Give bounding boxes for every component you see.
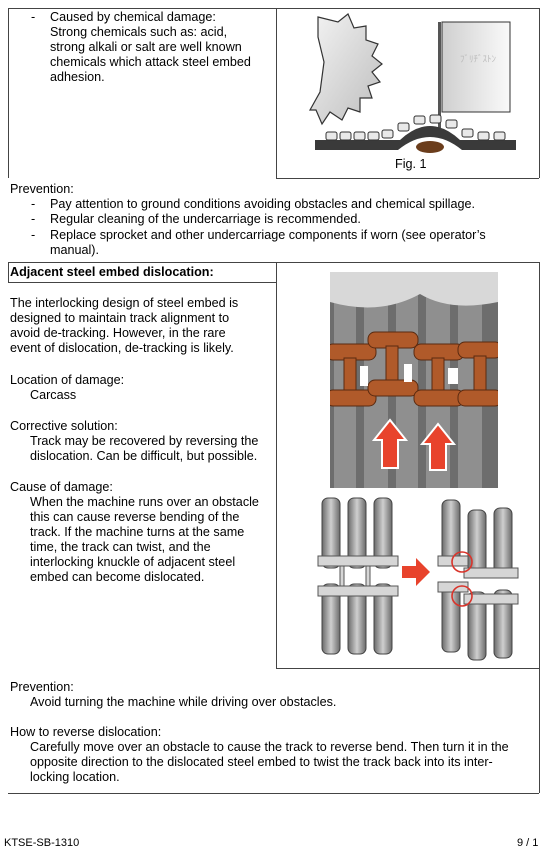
transition-arrow xyxy=(402,558,430,586)
location-value: Carcass xyxy=(30,388,77,402)
title-bottom-border xyxy=(8,282,276,283)
intro-line-2: designed to maintain track alignment to xyxy=(10,311,230,325)
chemical-damage-block: Caused by chemical damage: Strong chemic… xyxy=(50,10,275,85)
section-title: Adjacent steel embed dislocation: xyxy=(10,265,214,279)
chemical-line-2: strong alkali or salt are well known xyxy=(50,40,242,54)
footer-doc-id: KTSE-SB-1310 xyxy=(4,837,80,849)
prevention-item-3: Replace sprocket and other undercarriage… xyxy=(50,228,486,242)
prevention-item-2: Regular cleaning of the undercarriage is… xyxy=(50,212,361,226)
cause-line-4: time, the track can twist, and the xyxy=(30,540,211,554)
intro-block: The interlocking design of steel embed i… xyxy=(10,296,274,356)
how-to-line-2: opposite direction to the dislocated ste… xyxy=(30,755,493,769)
bullet-dash: - xyxy=(31,228,36,242)
how-to-line-3: locking location. xyxy=(30,770,120,784)
footer-page-number: 9 / 1 xyxy=(517,837,539,849)
intro-line-1: The interlocking design of steel embed i… xyxy=(10,296,239,310)
track-belt xyxy=(315,126,516,150)
figure-1-illustration: ﾌﾞﾘﾁﾞｽﾄﾝ xyxy=(308,13,516,153)
mid-border-1 xyxy=(276,8,277,178)
corrective-line-2: dislocation. Can be difficult, but possi… xyxy=(30,449,258,463)
location-heading: Location of damage: xyxy=(10,373,125,387)
photos-bottom-border xyxy=(276,668,539,669)
intro-line-3: avoid de-tracking. However, in the rare xyxy=(10,326,226,340)
figure-1-caption: Fig. 1 xyxy=(395,157,427,171)
prevention-heading: Prevention: xyxy=(10,182,74,196)
prevention-item-1: Pay attention to ground conditions avoid… xyxy=(50,197,475,211)
bullet-dash: - xyxy=(31,212,36,226)
chemical-line-4: adhesion. xyxy=(50,70,105,84)
right-border-1 xyxy=(539,8,540,178)
cause-heading: Cause of damage: xyxy=(10,480,113,494)
rusty-embeds xyxy=(330,331,498,407)
sprocket-shape xyxy=(308,13,383,126)
how-to-heading: How to reverse dislocation: xyxy=(10,725,162,739)
corrective-block: Track may be recovered by reversing the … xyxy=(30,434,275,464)
cause-block: When the machine runs over an obstacle t… xyxy=(30,495,275,585)
cause-line-3: track. If the machine turns at the same xyxy=(30,525,245,539)
left-border-1 xyxy=(8,8,9,178)
dislocation-diagram xyxy=(317,497,519,661)
right-border-3 xyxy=(539,668,540,793)
prevention-2-text: Avoid turning the machine while driving … xyxy=(30,695,337,709)
cause-line-2: this can cause reverse bending of the xyxy=(30,510,240,524)
bullet-dash: - xyxy=(31,10,36,24)
corrective-heading: Corrective solution: xyxy=(10,419,118,433)
cause-line-6: embed can become dislocated. xyxy=(30,570,205,584)
corrective-line-1: Track may be recovered by reversing the xyxy=(30,434,259,448)
top-border xyxy=(8,8,539,9)
prevention-item-3-cont: manual). xyxy=(50,243,99,257)
prevention-2-heading: Prevention: xyxy=(10,680,74,694)
normal-embeds xyxy=(317,555,399,597)
right-border-2 xyxy=(539,262,540,668)
chemical-damage-label: Caused by chemical damage: xyxy=(50,10,216,24)
dislocated-track xyxy=(441,499,513,661)
how-to-block: Carefully move over an obstacle to cause… xyxy=(30,740,538,785)
intro-line-4: event of dislocation, de-tracking is lik… xyxy=(10,341,234,355)
obstacle-rock xyxy=(416,141,444,153)
mid-border-2 xyxy=(276,262,277,668)
chemical-line-1: Strong chemicals such as: acid, xyxy=(50,25,228,39)
normal-track xyxy=(321,497,393,655)
blade-rod xyxy=(438,22,441,132)
dislocated-embeds xyxy=(437,555,519,605)
title-left-border xyxy=(8,262,9,282)
red-arrows xyxy=(371,418,457,471)
section2-top-border xyxy=(8,262,539,263)
chemical-line-3: chemicals which attack steel embed xyxy=(50,55,251,69)
watermark-text: ﾌﾞﾘﾁﾞｽﾄﾝ xyxy=(460,54,497,65)
bullet-dash: - xyxy=(31,197,36,211)
bottom-border xyxy=(8,793,539,794)
blade-plate xyxy=(441,21,511,113)
dislocation-circles xyxy=(451,551,473,607)
debris xyxy=(360,364,458,386)
torn-rubber xyxy=(330,272,498,308)
how-to-line-1: Carefully move over an obstacle to cause… xyxy=(30,740,509,754)
fig-bottom-border xyxy=(276,178,539,179)
cause-line-1: When the machine runs over an obstacle xyxy=(30,495,259,509)
cause-line-5: interlocking knuckle of adjacent steel xyxy=(30,555,236,569)
track-lugs xyxy=(325,114,506,141)
dislocation-photo xyxy=(330,272,498,488)
